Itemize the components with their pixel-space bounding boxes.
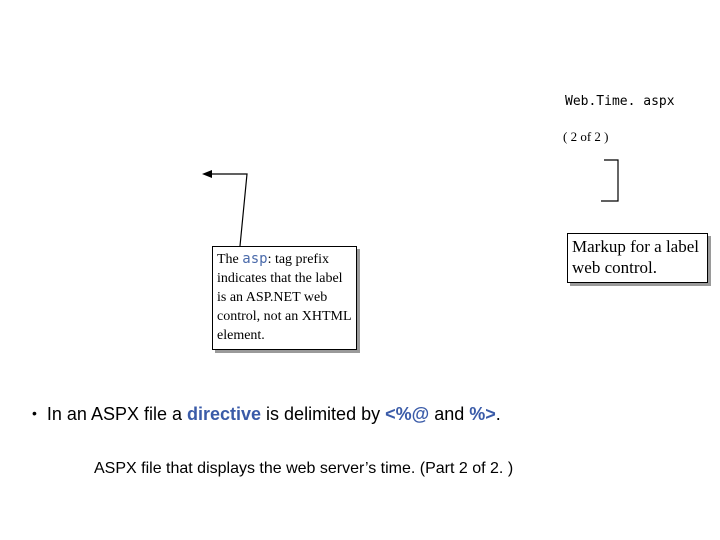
bullet-icon: • bbox=[32, 405, 37, 421]
part-indicator: ( 2 of 2 ) bbox=[563, 129, 609, 144]
open-delimiter: <%@ bbox=[385, 404, 430, 424]
file-title: Web.Time. aspx bbox=[565, 94, 675, 109]
bullet-text-2: is delimited by bbox=[261, 404, 386, 424]
label-callout-text: Markup for a label web control. bbox=[572, 237, 699, 277]
label-markup-callout: Markup for a label web control. bbox=[567, 233, 708, 283]
directive-bullet: • In an ASPX file a directive is delimite… bbox=[32, 404, 501, 425]
close-delimiter: %> bbox=[469, 404, 496, 424]
bullet-text-1: In an ASPX file a bbox=[46, 404, 187, 424]
arrow-left-icon bbox=[202, 170, 212, 178]
figure-caption: ASPX file that displays the web server’s… bbox=[94, 460, 514, 477]
asp-keyword: asp bbox=[242, 251, 268, 267]
bullet-text-4: . bbox=[495, 404, 501, 424]
asp-prefix-callout: The asp: tag prefix indicates that the l… bbox=[212, 246, 357, 350]
asp-callout-leader-line bbox=[210, 173, 248, 247]
callout-text-after: : tag prefix indicates that the label is… bbox=[217, 252, 352, 343]
directive-keyword: directive bbox=[187, 404, 262, 424]
label-markup-bracket bbox=[601, 159, 619, 202]
callout-text-before: The bbox=[217, 252, 243, 267]
bullet-text-3: and bbox=[429, 404, 470, 424]
